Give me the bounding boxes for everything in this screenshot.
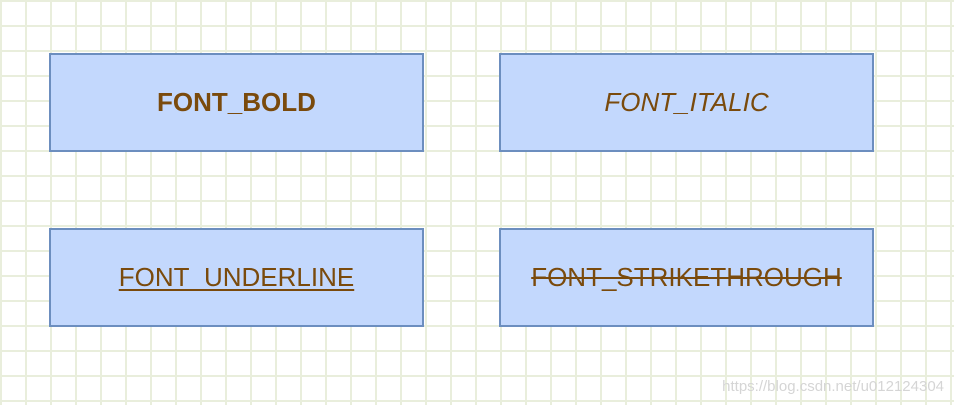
node-label-font-italic: FONT_ITALIC [604, 87, 769, 117]
node-font-strikethrough[interactable]: FONT_STRIKETHROUGH [499, 228, 874, 327]
node-label-font-strikethrough: FONT_STRIKETHROUGH [531, 262, 842, 292]
node-label-font-underline: FONT_UNDERLINE [118, 262, 355, 292]
node-label-font-bold: FONT_BOLD [157, 87, 316, 117]
watermark-text: https://blog.csdn.net/u012124304 [722, 378, 944, 395]
node-font-underline[interactable]: FONT_UNDERLINE [49, 228, 424, 327]
node-font-bold[interactable]: FONT_BOLD [49, 53, 424, 152]
node-font-italic[interactable]: FONT_ITALIC [499, 53, 874, 152]
